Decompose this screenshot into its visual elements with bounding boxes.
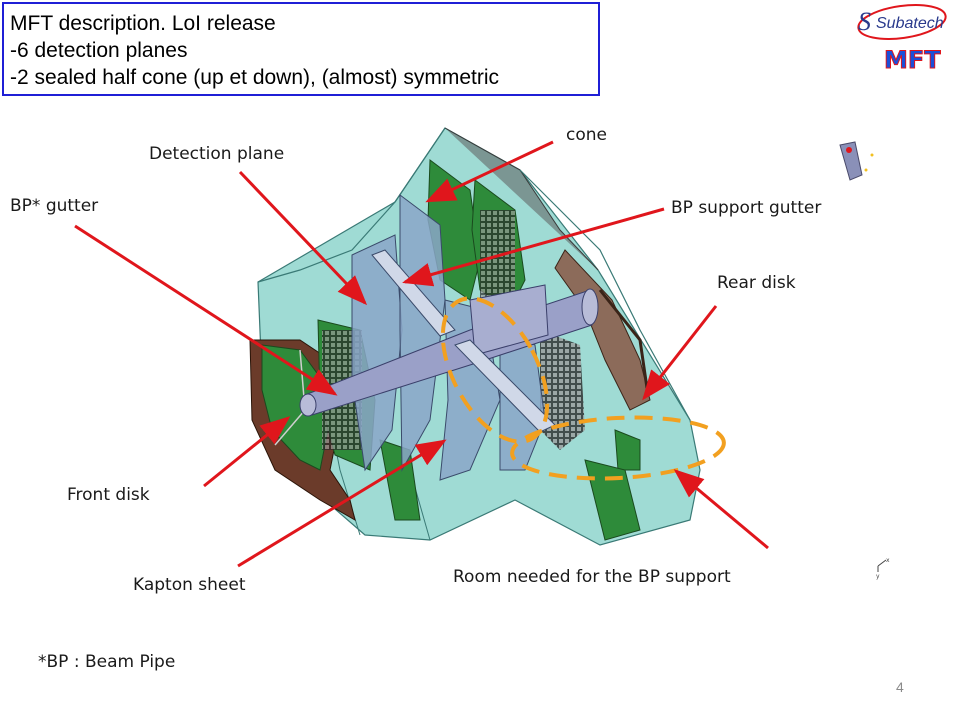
label-front-disk: Front disk bbox=[67, 485, 150, 505]
svg-text:S: S bbox=[858, 7, 871, 36]
arrow-detection-plane bbox=[238, 170, 368, 306]
arrow-cone bbox=[425, 140, 554, 203]
compass-icon bbox=[839, 141, 874, 181]
mft-logo-text: MFT bbox=[884, 46, 941, 74]
mft-logo-graphic: MFT bbox=[884, 46, 942, 75]
arrow-bp-gutter bbox=[74, 224, 338, 396]
subatech-text: Subatech bbox=[876, 15, 944, 32]
title-line-2: -6 detection planes bbox=[10, 39, 188, 62]
subatech-logo-graphic: S Subatech bbox=[857, 4, 947, 40]
annotation-arrows bbox=[74, 140, 769, 568]
svg-text:y: y bbox=[876, 573, 880, 580]
arrow-bp-support-gutter bbox=[402, 207, 665, 287]
footnote-bp: *BP : Beam Pipe bbox=[38, 652, 176, 672]
arrow-kapton-sheet bbox=[237, 439, 447, 568]
room-needed-outline bbox=[440, 296, 726, 481]
label-kapton-sheet: Kapton sheet bbox=[133, 575, 246, 595]
page-number: 4 bbox=[896, 679, 904, 695]
label-bp-support-gutter: BP support gutter bbox=[671, 198, 822, 218]
title-box: MFT description. LoI release -6 detectio… bbox=[2, 2, 600, 96]
title-line-1: MFT description. LoI release bbox=[10, 12, 276, 35]
label-cone: cone bbox=[566, 125, 607, 145]
arrow-front-disk bbox=[203, 416, 291, 488]
mft-logo: MFT bbox=[882, 44, 942, 79]
label-rear-disk: Rear disk bbox=[717, 273, 796, 293]
svg-text:x: x bbox=[886, 557, 890, 564]
subatech-logo: S Subatech bbox=[852, 0, 952, 49]
label-detection-plane: Detection plane bbox=[149, 144, 285, 164]
arrow-room-needed bbox=[673, 469, 769, 550]
label-bp-gutter: BP* gutter bbox=[10, 196, 99, 216]
label-room-needed: Room needed for the BP support bbox=[453, 567, 731, 587]
axis-triad-icon: x y bbox=[876, 557, 890, 580]
arrow-rear-disk bbox=[642, 305, 718, 401]
title-line-3: -2 sealed half cone (up et down), (almos… bbox=[10, 66, 500, 89]
